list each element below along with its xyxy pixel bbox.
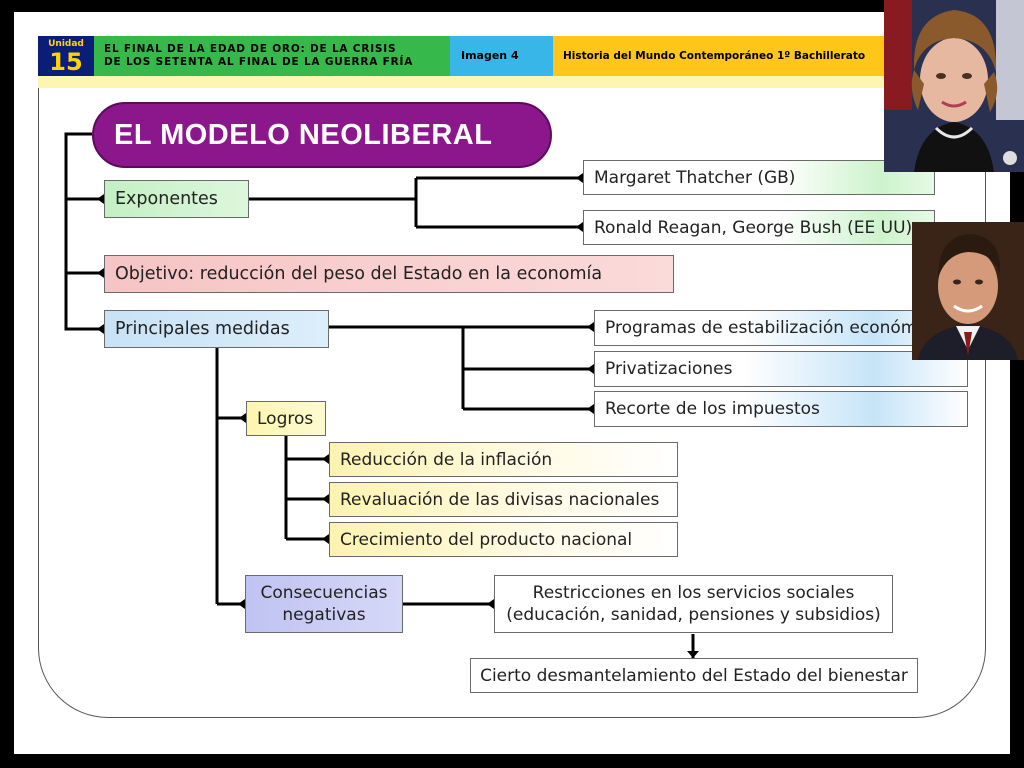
node-privatizaciones: Privatizaciones <box>594 351 968 387</box>
thatcher-photo <box>884 0 1024 172</box>
node-consecuencias-line-2: negativas <box>282 605 366 625</box>
node-logros: Logros <box>246 401 326 436</box>
unit-title: EL FINAL DE LA EDAD DE ORO: DE LA CRISIS… <box>94 36 450 76</box>
node-divisas: Revaluación de las divisas nacionales <box>329 482 678 517</box>
node-restricciones-line-2: (educación, sanidad, pensiones y subsidi… <box>506 605 881 625</box>
unit-title-line-2: DE LOS SETENTA AL FINAL DE LA GUERRA FRÍ… <box>104 56 414 68</box>
node-restricciones-line-1: Restricciones en los servicios sociales <box>532 583 855 603</box>
node-reagan: Ronald Reagan, George Bush (EE UU) <box>583 210 935 245</box>
node-programas: Programas de estabilización económica <box>594 310 968 346</box>
slide-header: Unidad 15 EL FINAL DE LA EDAD DE ORO: DE… <box>38 36 928 76</box>
node-desmantelamiento: Cierto desmantelamiento del Estado del b… <box>470 658 918 693</box>
node-consecuencias: Consecuencias negativas <box>245 575 403 633</box>
header-strip <box>38 76 928 88</box>
content-frame <box>38 88 986 718</box>
node-restricciones: Restricciones en los servicios sociales … <box>494 575 893 633</box>
node-inflacion: Reducción de la inflación <box>329 442 678 477</box>
unit-label: Unidad <box>48 39 84 49</box>
node-crecimiento: Crecimiento del producto nacional <box>329 522 678 557</box>
diagram-title: EL MODELO NEOLIBERAL <box>92 102 552 168</box>
unit-number: 15 <box>49 48 83 76</box>
reagan-photo <box>912 222 1024 360</box>
image-label: Imagen 4 <box>450 36 553 76</box>
node-exponentes: Exponentes <box>104 180 249 218</box>
course-label: Historia del Mundo Contemporáneo 1º Bach… <box>553 36 928 76</box>
node-objetivo: Objetivo: reducción del peso del Estado … <box>104 255 674 293</box>
unit-title-line-1: EL FINAL DE LA EDAD DE ORO: DE LA CRISIS <box>104 43 397 55</box>
node-medidas: Principales medidas <box>104 310 329 348</box>
unit-badge: Unidad 15 <box>38 36 94 76</box>
node-recorte: Recorte de los impuestos <box>594 391 968 427</box>
node-consecuencias-line-1: Consecuencias <box>260 583 388 603</box>
node-thatcher: Margaret Thatcher (GB) <box>583 160 935 195</box>
